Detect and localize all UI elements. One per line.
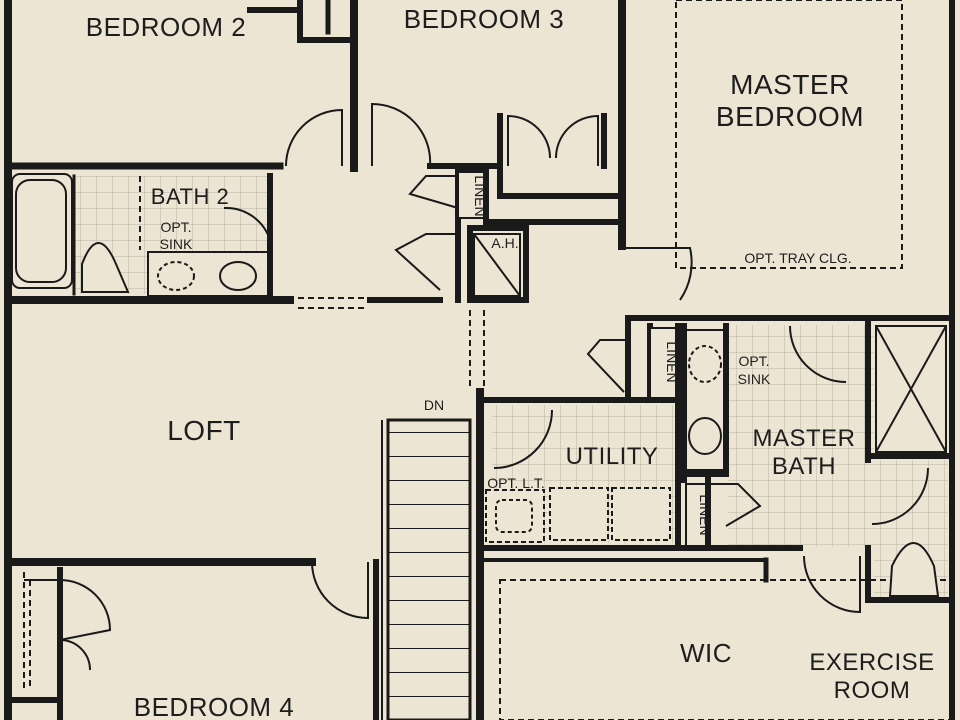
doors xyxy=(24,102,929,671)
wic-label: WIC xyxy=(680,638,732,668)
bath-2-label: BATH 2 xyxy=(151,184,229,209)
dashed-lines xyxy=(23,0,953,720)
stairs-down-note: DN xyxy=(424,397,444,413)
plan-notes: OPT. TRAY CLG. OPT. SINK OPT. SINK A.H. … xyxy=(160,175,852,535)
opt-sink-note-master-line2: SINK xyxy=(738,371,771,387)
loft-label: LOFT xyxy=(167,415,241,446)
fixtures xyxy=(11,171,947,690)
opt-sink-note-bath2-line1: OPT. xyxy=(160,219,191,235)
exercise-room-label-line2: ROOM xyxy=(834,677,911,704)
master-bath-label-line1: MASTER xyxy=(752,425,855,452)
room-labels: BEDROOM 2 BEDROOM 3 MASTER BEDROOM BATH … xyxy=(86,4,934,720)
opt-tray-ceiling-note: OPT. TRAY CLG. xyxy=(744,250,851,266)
linen-note-hall: LINEN xyxy=(472,175,488,216)
air-handler-note: A.H. xyxy=(491,235,518,251)
opt-laundry-tub-note: OPT. L.T. xyxy=(487,475,545,491)
interior-walls xyxy=(4,0,955,720)
staircase xyxy=(381,418,472,720)
bedroom-3-label: BEDROOM 3 xyxy=(404,4,565,34)
utility-label: UTILITY xyxy=(566,443,659,470)
bedroom-2-label: BEDROOM 2 xyxy=(86,12,247,42)
opt-sink-note-master-line1: OPT. xyxy=(738,353,769,369)
master-bedroom-label-line2: BEDROOM xyxy=(716,101,864,132)
bedroom-4-label: BEDROOM 4 xyxy=(134,692,295,720)
opt-sink-note-bath2-line2: SINK xyxy=(160,236,193,252)
linen-note-master-bath: LINEN xyxy=(697,494,713,535)
master-bath-label-line2: BATH xyxy=(772,453,836,480)
master-bedroom-label-line1: MASTER xyxy=(730,69,850,100)
exercise-room-label-line1: EXERCISE xyxy=(809,649,934,676)
linen-note-utility: LINEN xyxy=(664,341,680,382)
